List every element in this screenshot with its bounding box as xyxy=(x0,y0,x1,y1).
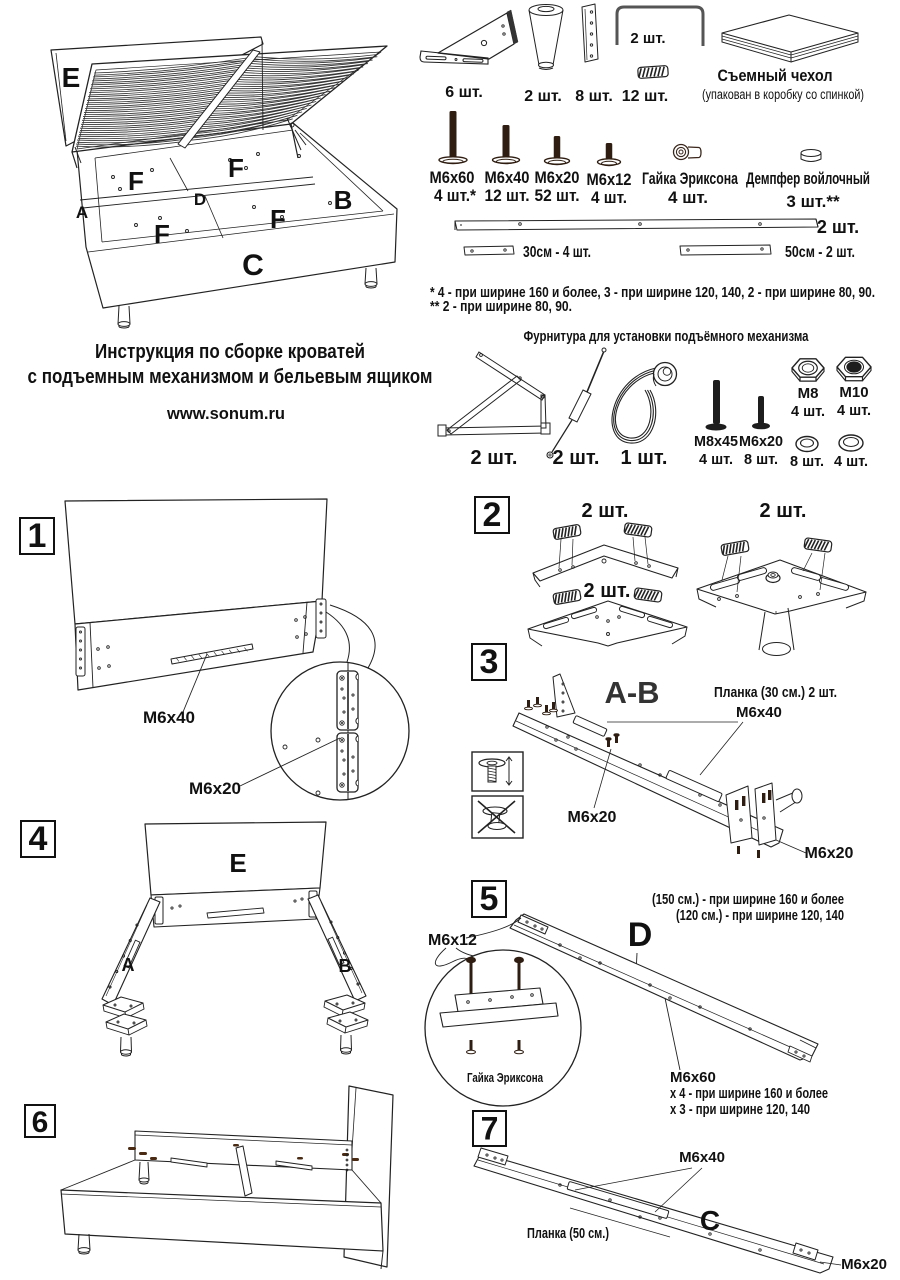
svg-text:4 шт.: 4 шт. xyxy=(834,453,868,470)
svg-text:8 шт.: 8 шт. xyxy=(744,451,778,468)
svg-text:М6х12: М6х12 xyxy=(428,932,477,949)
svg-text:www.sonum.ru: www.sonum.ru xyxy=(166,404,285,423)
svg-text:A: A xyxy=(76,203,88,222)
svg-text:М6х20: М6х20 xyxy=(535,168,580,187)
svg-text:F: F xyxy=(154,219,170,249)
svg-text:2 шт.: 2 шт. xyxy=(760,500,807,522)
svg-text:М6х20: М6х20 xyxy=(841,1256,887,1273)
svg-text:** 2 - при ширине 80, 90.: ** 2 - при ширине 80, 90. xyxy=(430,298,572,315)
svg-text:4 шт.*: 4 шт.* xyxy=(434,186,476,205)
svg-text:(150 см.) - при ширине 160 и б: (150 см.) - при ширине 160 и более xyxy=(652,891,844,908)
svg-text:М6х40: М6х40 xyxy=(143,708,195,727)
svg-text:3 шт.**: 3 шт.** xyxy=(786,192,840,211)
svg-text:4 шт.: 4 шт. xyxy=(791,403,825,420)
svg-text:М10: М10 xyxy=(839,384,868,401)
svg-text:Планка (30 см.) 2 шт.: Планка (30 см.) 2 шт. xyxy=(714,684,837,701)
svg-text:12 шт.: 12 шт. xyxy=(485,186,530,205)
svg-text:М6х12: М6х12 xyxy=(587,170,632,189)
svg-text:6: 6 xyxy=(32,1106,49,1139)
svg-text:с подъемным механизмом и белье: с подъемным механизмом и бельевым ящиком xyxy=(28,366,433,388)
svg-text:C: C xyxy=(242,249,264,282)
svg-text:4: 4 xyxy=(29,820,48,858)
svg-text:7: 7 xyxy=(481,1111,499,1147)
svg-text:Съемный чехол: Съемный чехол xyxy=(718,66,833,85)
svg-text:Инструкция по сборке кроватей: Инструкция по сборке кроватей xyxy=(95,341,365,363)
svg-text:1: 1 xyxy=(28,517,47,555)
svg-text:Фурнитура для установки подъём: Фурнитура для установки подъёмного механ… xyxy=(524,328,809,345)
svg-text:М6х60: М6х60 xyxy=(670,1069,716,1086)
svg-text:4 шт.: 4 шт. xyxy=(591,188,627,207)
svg-text:A: A xyxy=(122,955,135,975)
svg-text:12 шт.: 12 шт. xyxy=(622,88,668,105)
svg-text:D: D xyxy=(194,190,206,209)
svg-text:E: E xyxy=(62,62,81,93)
svg-text:8 шт.: 8 шт. xyxy=(790,453,824,470)
svg-text:М6х20: М6х20 xyxy=(805,845,854,862)
svg-text:B: B xyxy=(334,185,353,215)
svg-text:4 шт.: 4 шт. xyxy=(668,188,708,207)
svg-text:4 шт.: 4 шт. xyxy=(699,451,733,468)
svg-text:М6х40: М6х40 xyxy=(679,1149,725,1166)
svg-text:6 шт.: 6 шт. xyxy=(445,84,483,101)
svg-text:А-В: А-В xyxy=(604,675,659,710)
svg-text:3: 3 xyxy=(480,643,499,681)
svg-text:52 шт.: 52 шт. xyxy=(535,186,580,205)
svg-text:2: 2 xyxy=(483,496,502,534)
svg-text:D: D xyxy=(628,916,653,954)
svg-text:2 шт.: 2 шт. xyxy=(584,580,631,602)
svg-text:2 шт.: 2 шт. xyxy=(524,88,562,105)
svg-text:30см - 4 шт.: 30см - 4 шт. xyxy=(523,244,591,261)
svg-text:2 шт.: 2 шт. xyxy=(630,30,665,47)
svg-text:F: F xyxy=(128,166,144,196)
svg-text:х 4 - при ширине 160 и более: х 4 - при ширине 160 и более xyxy=(670,1085,828,1102)
svg-text:М6х60: М6х60 xyxy=(430,168,475,187)
svg-text:2 шт.: 2 шт. xyxy=(553,447,600,469)
svg-text:(120 см.) - при ширине 120, 14: (120 см.) - при ширине 120, 140 xyxy=(676,907,844,924)
svg-text:F: F xyxy=(228,153,244,183)
svg-text:М8х45: М8х45 xyxy=(694,433,738,450)
svg-text:Планка (50 см.): Планка (50 см.) xyxy=(527,1225,609,1242)
svg-text:Гайка Эриксона: Гайка Эриксона xyxy=(467,1070,544,1085)
svg-text:М6х20: М6х20 xyxy=(739,433,783,450)
svg-text:М8: М8 xyxy=(798,385,819,402)
svg-text:Гайка Эриксона: Гайка Эриксона xyxy=(642,169,738,188)
svg-text:B: B xyxy=(339,956,352,976)
svg-text:М6х20: М6х20 xyxy=(189,779,241,798)
svg-text:Демпфер войлочный: Демпфер войлочный xyxy=(746,169,870,188)
svg-text:1 шт.: 1 шт. xyxy=(621,447,668,469)
svg-text:М6х40: М6х40 xyxy=(736,704,782,721)
svg-text:2 шт.: 2 шт. xyxy=(817,217,859,237)
svg-text:М6х40: М6х40 xyxy=(485,168,530,187)
svg-text:4 шт.: 4 шт. xyxy=(837,402,871,419)
svg-text:2 шт.: 2 шт. xyxy=(582,500,629,522)
svg-text:(упакован в коробку со спинкой: (упакован в коробку со спинкой) xyxy=(702,87,864,102)
svg-text:С: С xyxy=(700,1205,720,1236)
svg-text:5: 5 xyxy=(480,880,499,918)
svg-text:F: F xyxy=(270,204,286,234)
svg-text:х 3 - при ширине 120, 140: х 3 - при ширине 120, 140 xyxy=(670,1101,810,1118)
svg-text:E: E xyxy=(229,848,246,878)
svg-text:М6х20: М6х20 xyxy=(568,809,617,826)
svg-text:* 4 - при ширине 160 и более,: * 4 - при ширине 160 и более, 3 - при ши… xyxy=(430,284,875,301)
svg-text:8 шт.: 8 шт. xyxy=(575,88,613,105)
svg-text:2 шт.: 2 шт. xyxy=(471,447,518,469)
svg-text:50см - 2 шт.: 50см - 2 шт. xyxy=(785,244,855,261)
